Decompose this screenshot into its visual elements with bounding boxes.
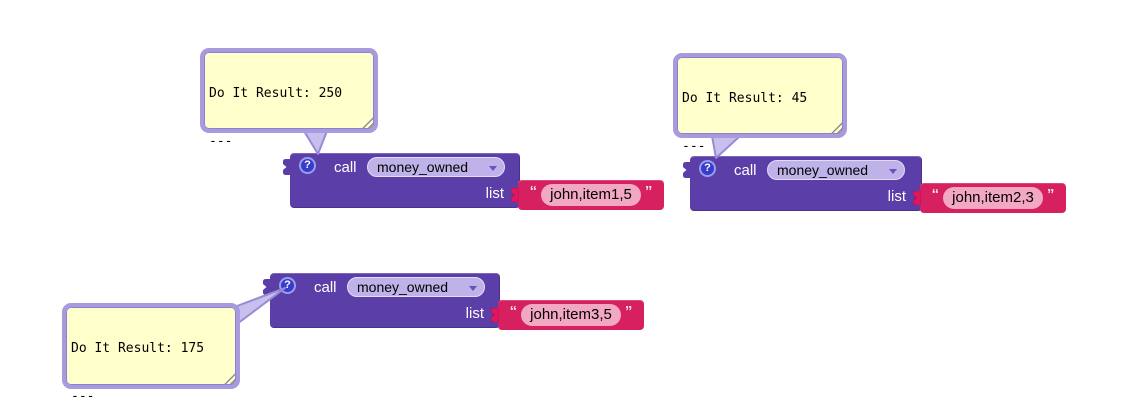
list-param-label: list (485, 185, 504, 202)
doit-result-text-2: Do It Result: 45 --- (677, 57, 843, 189)
text-value-field[interactable]: john,item3,5 (521, 304, 621, 326)
doit-result-separator: --- (209, 134, 233, 149)
doit-result-text-1: Do It Result: 250 --- (204, 52, 374, 184)
doit-result-line: Do It Result: 250 (209, 86, 343, 101)
call-procedure-block-3[interactable]: ? call money_owned list “ john,item3,5 ” (263, 273, 644, 330)
call-keyword-label: call (314, 279, 337, 296)
call-keyword-label: call (734, 162, 757, 179)
procedure-name: money_owned (357, 279, 449, 295)
question-help-icon[interactable]: ? (699, 160, 716, 177)
text-value-field[interactable]: john,item2,3 (943, 187, 1043, 209)
procedure-name-dropdown[interactable]: money_owned (347, 277, 485, 297)
dropdown-caret-icon (469, 286, 477, 291)
close-quote: ” (624, 303, 633, 320)
left-plug-connector-icon (913, 191, 921, 205)
close-quote: ” (644, 183, 653, 200)
open-quote: “ (931, 186, 940, 203)
call-procedure-block-2[interactable]: ? call money_owned list “ john,item2,3 ” (683, 156, 1066, 213)
question-help-icon[interactable]: ? (279, 277, 296, 294)
procedure-name-dropdown[interactable]: money_owned (367, 157, 505, 177)
resize-grip-icon[interactable] (831, 122, 842, 133)
doit-result-separator: --- (682, 139, 706, 154)
left-plug-connector-icon (511, 188, 519, 202)
close-quote: ” (1046, 186, 1055, 203)
dropdown-caret-icon (889, 169, 897, 174)
dropdown-caret-icon (489, 166, 497, 171)
question-help-icon[interactable]: ? (299, 157, 316, 174)
text-string-block-1[interactable]: “ john,item1,5 ” (511, 180, 664, 210)
resize-grip-icon[interactable] (362, 117, 373, 128)
doit-result-separator: --- (71, 389, 95, 404)
resize-grip-icon[interactable] (224, 373, 235, 384)
left-plug-connector-icon (491, 308, 499, 322)
left-plug-connector-icon (283, 159, 291, 175)
open-quote: “ (509, 303, 518, 320)
doit-result-line: Do It Result: 45 (682, 91, 808, 106)
text-string-block-2[interactable]: “ john,item2,3 ” (913, 183, 1066, 213)
procedure-name: money_owned (777, 162, 869, 178)
doit-result-bubble-2[interactable]: Do It Result: 45 --- (673, 53, 847, 154)
list-param-label: list (465, 305, 484, 322)
call-procedure-block-1[interactable]: ? call money_owned list “ john,item1,5 ” (283, 153, 664, 210)
left-plug-connector-icon (683, 162, 691, 178)
open-quote: “ (529, 183, 538, 200)
left-plug-connector-icon (263, 279, 271, 295)
call-keyword-label: call (334, 159, 357, 176)
procedure-name-dropdown[interactable]: money_owned (767, 160, 905, 180)
doit-result-bubble-3[interactable]: Do It Result: 175 --- (62, 303, 240, 404)
procedure-name: money_owned (377, 159, 469, 175)
doit-result-bubble-1[interactable]: Do It Result: 250 --- (200, 48, 378, 149)
list-param-label: list (887, 188, 906, 205)
doit-result-line: Do It Result: 175 (71, 341, 205, 356)
doit-result-text-3: Do It Result: 175 --- (66, 307, 236, 404)
text-value-field[interactable]: john,item1,5 (541, 184, 641, 206)
text-string-block-3[interactable]: “ john,item3,5 ” (491, 300, 644, 330)
